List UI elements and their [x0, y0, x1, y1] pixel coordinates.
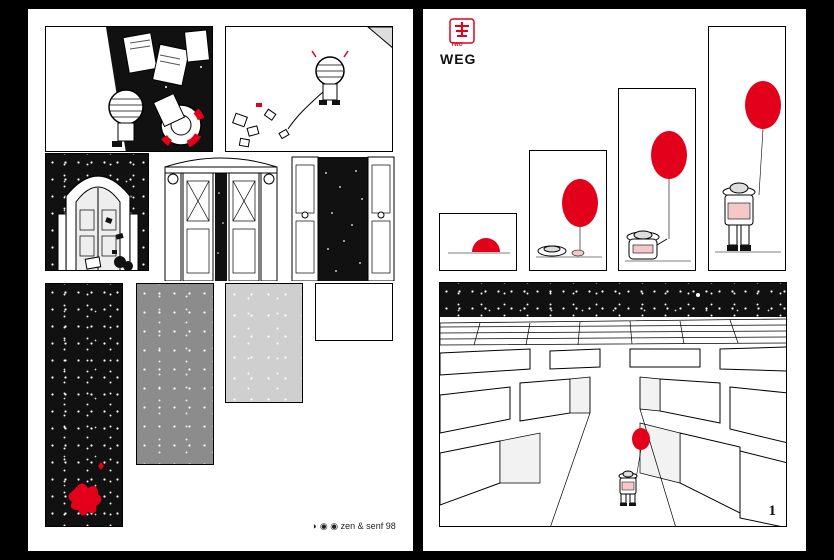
page-number: 1	[768, 503, 777, 519]
panel-papers-escaping	[45, 26, 213, 152]
balloon-stage-2-art	[536, 179, 602, 258]
logo-text: TWO	[451, 42, 463, 48]
panel-space-with-red-heart	[45, 283, 123, 527]
balloon-icon	[632, 428, 650, 450]
hat-character-icon	[722, 182, 756, 251]
panel-ornate-door	[45, 153, 149, 271]
balloon-stage-1-art	[448, 238, 510, 254]
logo-seal-icon	[449, 18, 475, 44]
comic-title: WEG	[440, 51, 477, 67]
panel-fading-space-light	[225, 283, 303, 403]
panel-doors-open-art	[291, 156, 395, 281]
panel-red-figure-art	[68, 462, 104, 516]
panel-door-art	[57, 175, 139, 270]
panel-balloon-stage-1	[439, 213, 517, 271]
balloon-icon	[745, 81, 781, 129]
right-comic-page: TWO WEG	[423, 9, 806, 551]
panel-doors-opening	[161, 153, 281, 281]
panel-floating-character	[225, 26, 393, 152]
balloon-stage-3-art	[625, 131, 691, 262]
panel-balloon-stage-4	[708, 26, 786, 271]
panel-balloon-stage-3	[618, 88, 696, 271]
maze-starry-sky	[440, 283, 786, 317]
panel-balloon-stage-2	[529, 150, 607, 271]
artist-signature: ◗ ◉ ◉ zen & senf 98	[312, 521, 396, 532]
panel-floating-art	[232, 27, 392, 148]
balloon-icon	[562, 179, 598, 227]
panel-fading-space-mid	[136, 283, 214, 465]
balloon-icon	[651, 131, 687, 179]
panel-doors-open	[290, 153, 396, 281]
panel-doors-art	[164, 157, 278, 281]
balloon-stage-4-art	[715, 81, 781, 253]
maze-art	[440, 293, 786, 526]
panel-maze-under-stars: 1	[439, 282, 787, 527]
signature-glyphs-icon: ◗ ◉ ◉	[312, 521, 339, 531]
signature-text: zen & senf 98	[340, 521, 396, 531]
panel-empty-white	[315, 283, 393, 341]
panel-papers-art	[46, 27, 212, 151]
left-comic-page: ◗ ◉ ◉ zen & senf 98	[28, 9, 413, 551]
